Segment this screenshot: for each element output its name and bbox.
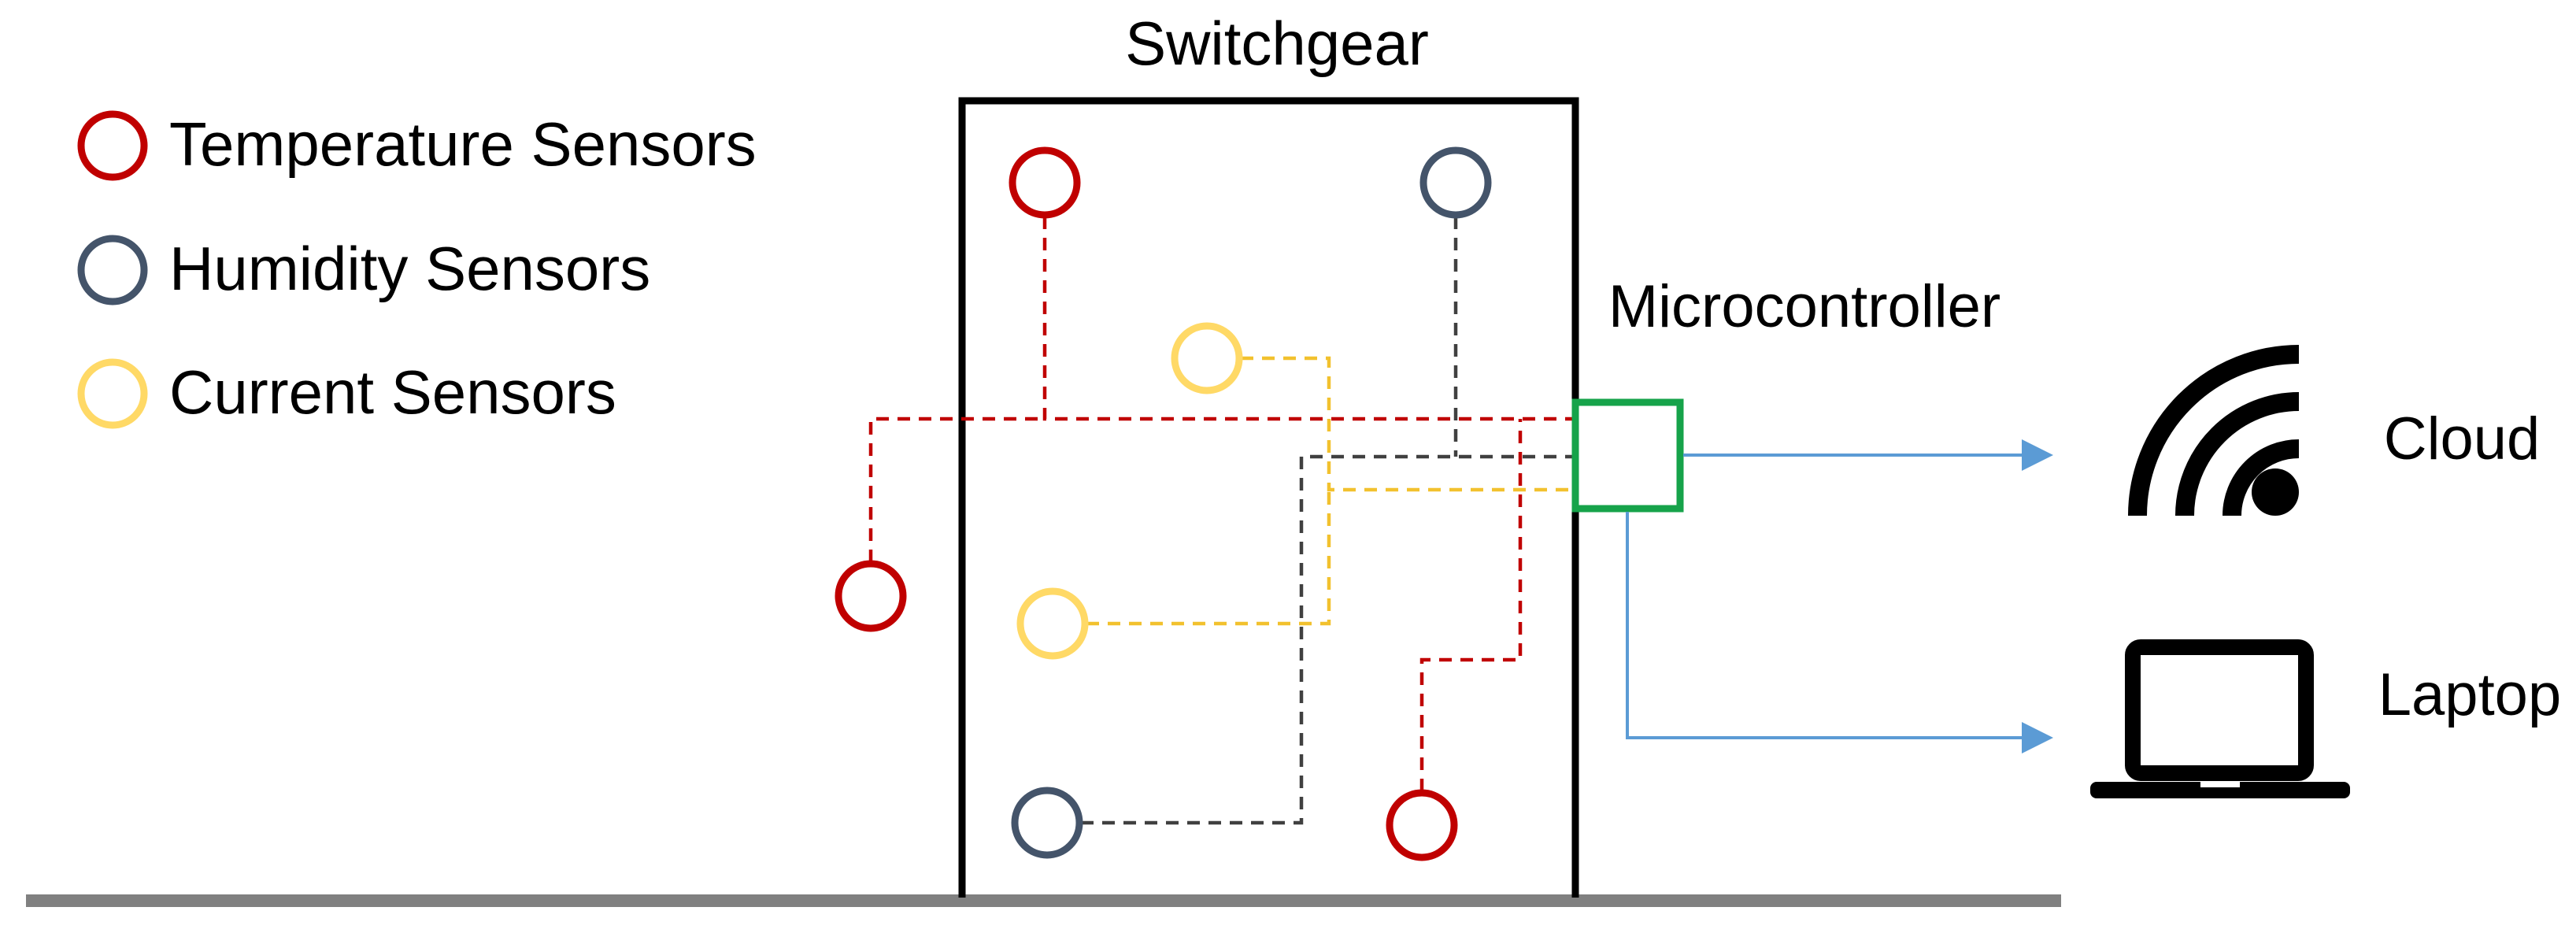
current-sensor-bottom [1016,587,1089,660]
legend-temperature-icon [77,110,148,181]
wifi-arc-outer [2128,345,2300,516]
wire-temp-bottom [1419,419,1523,791]
arrow-to-laptop [1626,512,2053,753]
cloud-label: Cloud [2384,405,2541,472]
legend-humidity-icon [77,235,148,305]
legend-current-icon [77,358,148,429]
current-wires [1086,356,1575,626]
temperature-sensor-bottom [1386,789,1458,861]
legend-current-label: Current Sensors [169,357,616,427]
switchgear-enclosure [958,97,1579,898]
legend-humidity-label: Humidity Sensors [169,234,650,303]
sensors [835,146,1492,861]
current-sensor-top [1171,322,1243,394]
laptop-screen [2125,639,2314,781]
legend: Temperature Sensors Humidity Sensors Cur… [77,109,757,429]
temperature-wires [868,217,1575,791]
wifi-dot [2252,468,2299,516]
microcontroller-box [1571,398,1684,513]
temperature-sensor-outside [835,560,907,632]
wire-humidity-bottom [1081,454,1575,825]
humidity-sensor-top [1419,146,1492,219]
wifi-arc-middle [2175,392,2300,516]
legend-temperature-label: Temperature Sensors [169,109,757,179]
laptop-label: Laptop [2378,661,2561,728]
laptop-base [2090,782,2350,798]
humidity-wires [1081,217,1575,825]
wifi-arc-inner [2223,439,2300,516]
wire-temp-outside [868,417,1045,562]
temperature-sensor-top [1009,146,1081,219]
wire-current-bottom [1086,490,1331,626]
microcontroller-label: Microcontroller [1608,273,2000,340]
laptop-icon [2090,639,2350,798]
wifi-icon [2128,345,2300,516]
laptop-trackpad-notch [2200,782,2240,787]
humidity-sensor-bottom [1011,787,1083,859]
wire-current-top [1241,356,1575,492]
wire-temp-top-left [1042,217,1575,421]
switchgear-title: Switchgear [1125,9,1429,78]
